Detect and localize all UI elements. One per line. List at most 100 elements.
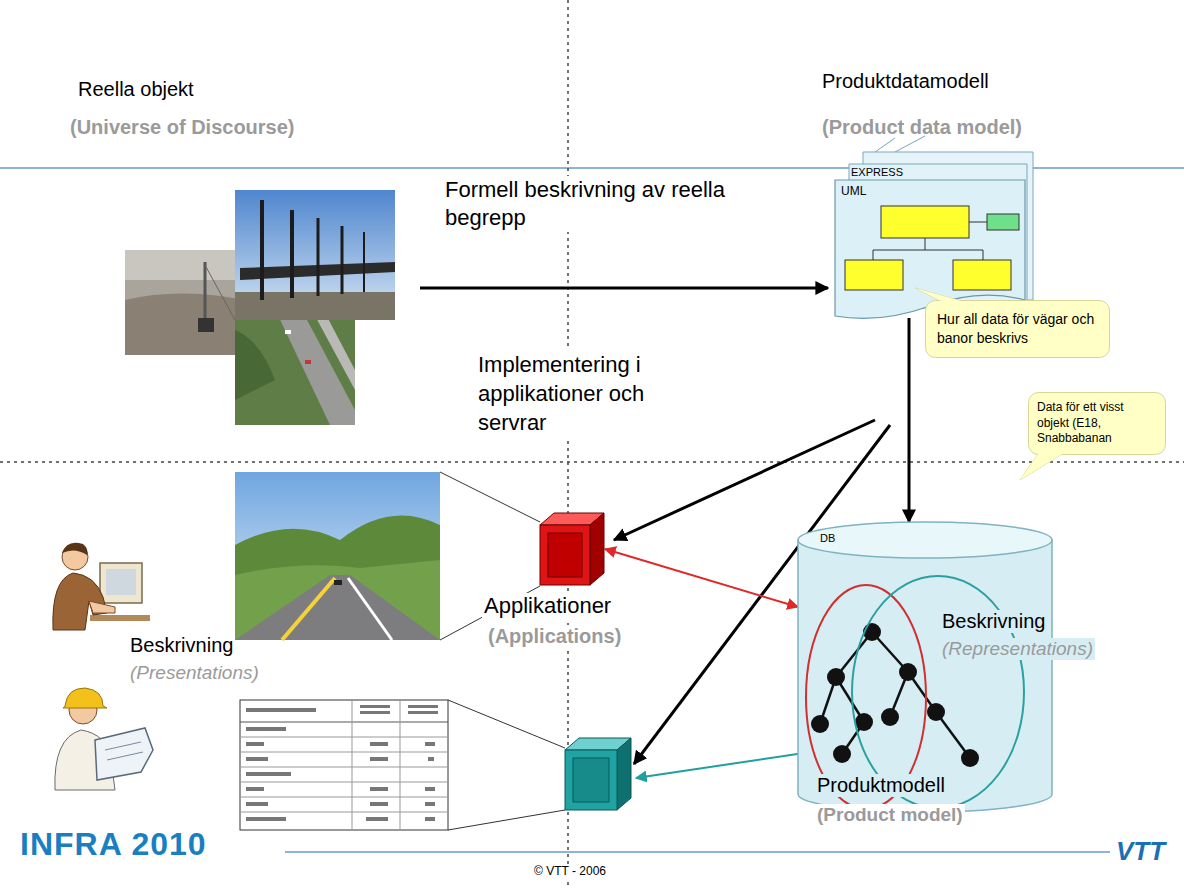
arrow-label: Formell beskrivning av reella begrepp: [445, 176, 730, 232]
photo-cable: [205, 265, 235, 320]
class-link: [873, 250, 874, 260]
blueprint-line: [107, 752, 143, 760]
screenshot-car: [334, 580, 342, 585]
zoom-line: [448, 700, 565, 748]
zoom-line: [448, 810, 565, 830]
hand: [89, 601, 115, 613]
person-icon: [53, 543, 150, 630]
class-box: [881, 206, 969, 238]
hard-hat: [63, 688, 107, 708]
callout-body: [1029, 393, 1166, 455]
person-icon: [55, 688, 153, 790]
table-rule: [240, 722, 448, 723]
callout-tail-fill: [1020, 454, 1062, 480]
table-rule: [240, 797, 448, 798]
callout-tail-fill: [915, 288, 961, 301]
photo-bridge-ground: [235, 292, 395, 320]
screenshot-centre-line: [282, 578, 335, 640]
table-rule: [240, 752, 448, 753]
tree-node: [827, 668, 845, 686]
tree-node: [833, 745, 851, 763]
application-box-teal: [565, 738, 631, 810]
screenshot-edge-line: [348, 578, 392, 640]
application-box: Applikationer (Applications): [478, 505, 668, 660]
section-subheading: (Universe of Discourse): [70, 116, 295, 139]
tree-node: [961, 749, 979, 767]
photo-bridge: [235, 190, 395, 320]
table-cell-marks: [246, 705, 438, 821]
callout-shape: [925, 300, 1110, 358]
tree-node: [811, 715, 829, 733]
blueprint: [95, 728, 153, 780]
class-box: [953, 260, 1011, 290]
photo-pylon: [204, 262, 207, 325]
class-link: [873, 250, 983, 251]
node-text: DB: [820, 532, 835, 545]
desk: [90, 615, 150, 621]
box-side: [617, 738, 631, 810]
callout-tail: [1020, 454, 1062, 480]
node-text: (Applications): [486, 625, 623, 648]
monitor: [100, 563, 142, 603]
photo-bridge-pillar: [317, 218, 320, 296]
table-rule: [240, 767, 448, 768]
connector-arrow: [908, 318, 911, 522]
photo-bridge-pillar: [290, 210, 294, 298]
node-text: EXPRESS: [851, 166, 903, 179]
node-text: (Representations): [940, 638, 1095, 660]
screenshot-road: [235, 575, 440, 640]
section-heading: Produktdatamodell: [822, 70, 989, 93]
blueprint-line: [105, 742, 141, 750]
box-front: [540, 525, 590, 585]
photo-bridge-pillar: [363, 232, 365, 292]
tree-node: [881, 708, 899, 726]
class-box: [987, 214, 1019, 230]
node-text: (Product model): [815, 804, 965, 826]
box-front: [565, 750, 617, 810]
logo-text: INFRA 2010: [20, 826, 207, 863]
screenshot-sky: [235, 472, 440, 640]
photo-aerial-trees: [235, 330, 275, 400]
box-screen: [548, 533, 582, 577]
photo-bridge-pillar: [260, 200, 264, 300]
table-rule: [352, 700, 353, 830]
callout-body: [926, 301, 1110, 358]
column-heading: Beskrivning: [130, 634, 233, 657]
connector-arrow: [605, 549, 798, 607]
cylinder-body: [798, 540, 1052, 812]
callout-note: Hur all data för vägar och banor beskriv…: [925, 300, 1110, 358]
copyright-note: © VTT - 2006: [532, 864, 608, 878]
cylinder-top: [798, 522, 1052, 558]
class-link: [925, 238, 926, 250]
callout-text: Data för ett visst objekt (E18, Snabbaba…: [1037, 400, 1157, 447]
class-link: [969, 222, 987, 223]
tree-node: [899, 663, 917, 681]
node-text: Beskrivning: [940, 610, 1047, 633]
arrow: [614, 420, 875, 540]
table-frame: [240, 700, 448, 830]
node-text: UML: [841, 184, 866, 198]
photo-aerial-car: [305, 360, 311, 364]
box-side: [590, 513, 604, 585]
node-text: Applikationer: [482, 593, 613, 619]
box-screen: [573, 758, 609, 802]
divider-horizontal: [0, 461, 1184, 463]
photo-base: [198, 318, 214, 332]
tree-node: [927, 703, 945, 721]
table-rule: [240, 737, 448, 738]
photo-bridge-pillar: [341, 226, 344, 294]
footer-rule: [285, 851, 1110, 853]
photo-aerial-car: [285, 330, 291, 334]
node-text: Produktmodell: [815, 774, 947, 797]
sheet-front: [835, 180, 1025, 318]
logo-text: VTT: [1116, 836, 1165, 867]
tree-node: [855, 713, 873, 731]
class-box: [845, 260, 903, 290]
callout-note: Data för ett visst objekt (E18, Snabbaba…: [1028, 392, 1166, 455]
arrow: [420, 287, 828, 290]
photo-collage: [125, 190, 395, 425]
table-rule: [400, 700, 401, 830]
section-heading: Reella objekt: [78, 78, 194, 101]
hair: [62, 543, 88, 555]
table-screenshot: [240, 700, 565, 830]
